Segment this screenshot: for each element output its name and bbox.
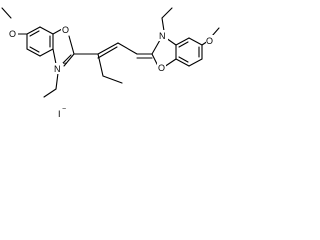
- left-n-ethyl-bond-2: [43, 88, 57, 98]
- iodide-label: I: [58, 109, 61, 119]
- left-benzoxazolium-unit: O O N +: [1, 7, 75, 98]
- right-methoxy-oxygen-label: O: [206, 36, 213, 46]
- left-ring-oxygen-label: O: [62, 25, 69, 35]
- left-nitrogen-charge-label: +: [63, 61, 67, 68]
- iodide-charge-label: −: [62, 106, 66, 113]
- iodide-counter-ion: I −: [58, 106, 66, 119]
- left-benzene-ring: [26, 26, 54, 57]
- methine-bridge: [73, 42, 138, 84]
- left-methoxy-methyl-bond: [1, 7, 12, 19]
- right-benzene-ring: [175, 37, 203, 67]
- left-ring-nitrogen-label: N: [54, 64, 61, 74]
- right-ring-oxygen-label: O: [158, 63, 165, 73]
- right-benzoxazoline-unit: N O O: [136, 7, 220, 73]
- left-oxazolium-ring: [52, 28, 75, 67]
- right-ring-nitrogen-label: N: [159, 31, 166, 41]
- left-n-ethyl-bond-1: [55, 72, 59, 90]
- chemical-structure-diagram: O O N +: [1, 7, 220, 119]
- left-methoxy-oxygen-label: O: [9, 29, 16, 39]
